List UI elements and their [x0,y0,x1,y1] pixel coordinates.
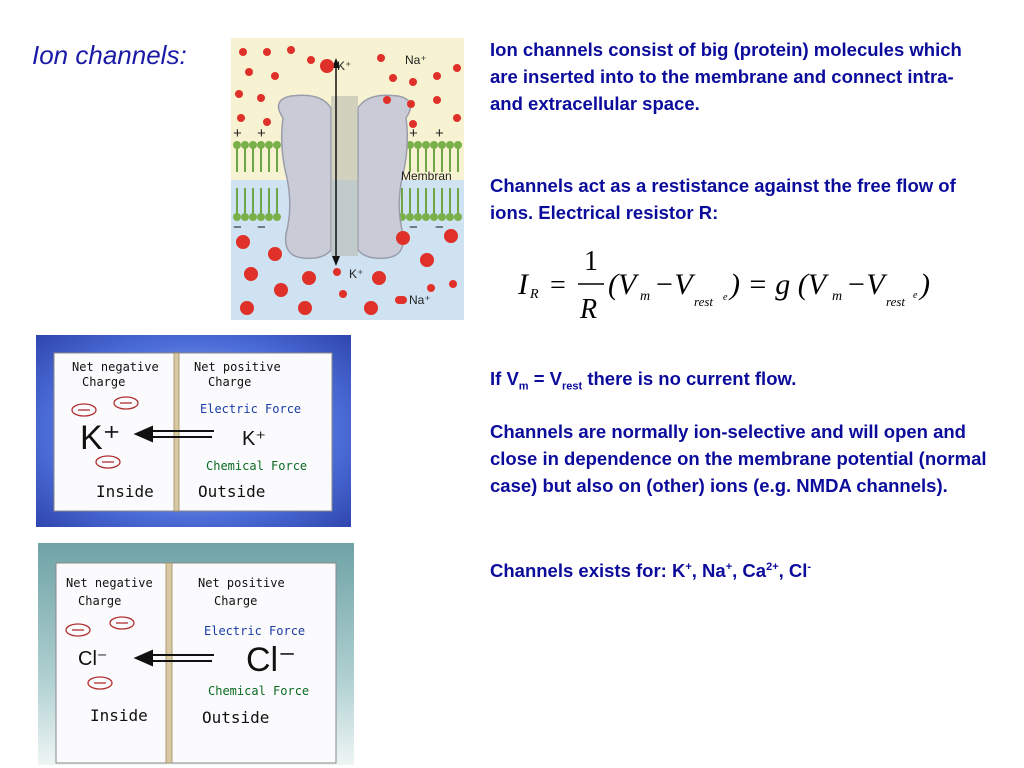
electric-force-label: Electric Force [204,624,305,638]
plus-sign: + [233,125,242,142]
p3-sub-m: m [518,380,529,393]
charge-label-right: Charge [214,594,257,608]
paragraph-ion-channels-definition: Ion channels consist of big (protein) mo… [490,39,962,114]
net-negative-label: Net negative [66,576,153,590]
inside-label: Inside [90,706,148,725]
formula-e-subscript-2: e [913,290,918,301]
paragraph-no-current: If Vm = Vrest there is no current flow. [490,365,990,401]
na-plus-top-label: Na⁺ [405,53,427,67]
charge-label-left: Charge [78,594,121,608]
formula-e-subscript: e [723,292,728,303]
inside-label: Inside [96,482,154,501]
minus-sign: − [435,219,444,236]
membrane-label: Membran [401,169,452,183]
p5-prefix: Channels exists for: K [490,560,686,582]
formula-m-subscript-2: m [832,289,842,304]
p3-mid: = V [528,368,562,389]
net-negative-label: Net negative [72,360,159,374]
p5-ca: , Ca [732,560,767,582]
minus-sign: − [257,219,266,236]
ion-inside-label: Cl⁻ [78,648,107,670]
p5-na: , Na [691,560,726,582]
formula-minus-v-2: −V [846,268,888,301]
chemical-force-label: Chemical Force [206,459,307,473]
p5-cl: , Cl [778,560,808,582]
ion-inside-label: K⁺ [80,419,121,457]
slide-title: Ion channels: [32,40,187,70]
paragraph-ion-selective: Channels are normally ion-selective and … [490,421,987,496]
na-plus-bottom-label: Na⁺ [409,293,431,307]
p3-sub-rest: rest [562,380,583,393]
formula-close-eq-g: ) = g (V [728,268,830,301]
ion-channel-figure: K⁺ Na⁺ Membran K⁺ Na⁺ + + + + − − − − [231,38,464,320]
formula-current: I [517,268,530,301]
outside-label: Outside [202,708,269,727]
formula-rest-subscript-2: rest [886,294,905,309]
formula-m-subscript: m [640,289,650,304]
paragraph-channel-types: Channels exists for: K+, Na+, Ca2+, Cl- [490,554,990,584]
charge-label-right: Charge [208,375,251,389]
p3-prefix: If V [490,368,519,389]
p5-sup-k: + [685,561,692,573]
paragraph-resistance: Channels act as a restistance against th… [490,175,956,223]
minus-sign: − [233,219,242,236]
net-positive-label: Net positive [198,576,285,590]
plus-sign: + [435,125,444,142]
ion-outside-label: K⁺ [242,428,266,450]
formula-vm-open: (V [608,268,640,301]
formula-equals: = [550,270,566,301]
chloride-force-figure: Net negative Charge Net positive Charge … [38,543,354,765]
p3-suffix: there is no current flow. [582,368,797,389]
k-plus-top-label: K⁺ [337,59,351,73]
p5-sup-ca: 2+ [766,561,779,573]
resistor-formula: I R = 1 R (V m −V rest e ) = g (V m −V r… [510,242,950,326]
k-plus-bottom-label: K⁺ [349,267,363,281]
electric-force-label: Electric Force [200,402,301,416]
formula-denominator: R [579,294,597,325]
charge-label-left: Charge [82,375,125,389]
formula-close: ) [918,268,930,301]
outside-label: Outside [198,482,265,501]
formula-rest-subscript: rest [694,294,713,309]
p5-sup-cl: - [807,561,812,573]
net-positive-label: Net positive [194,360,281,374]
formula-current-subscript: R [529,287,539,302]
plus-sign: + [409,125,418,142]
potassium-force-figure: Net negative Charge Net positive Charge … [36,335,351,527]
minus-sign: − [409,219,418,236]
plus-sign: + [257,125,266,142]
chemical-force-label: Chemical Force [208,684,309,698]
p5-sup-na: + [725,561,733,573]
formula-numerator: 1 [584,246,598,277]
formula-minus-v: −V [654,268,696,301]
ion-outside-label: Cl⁻ [246,641,296,679]
